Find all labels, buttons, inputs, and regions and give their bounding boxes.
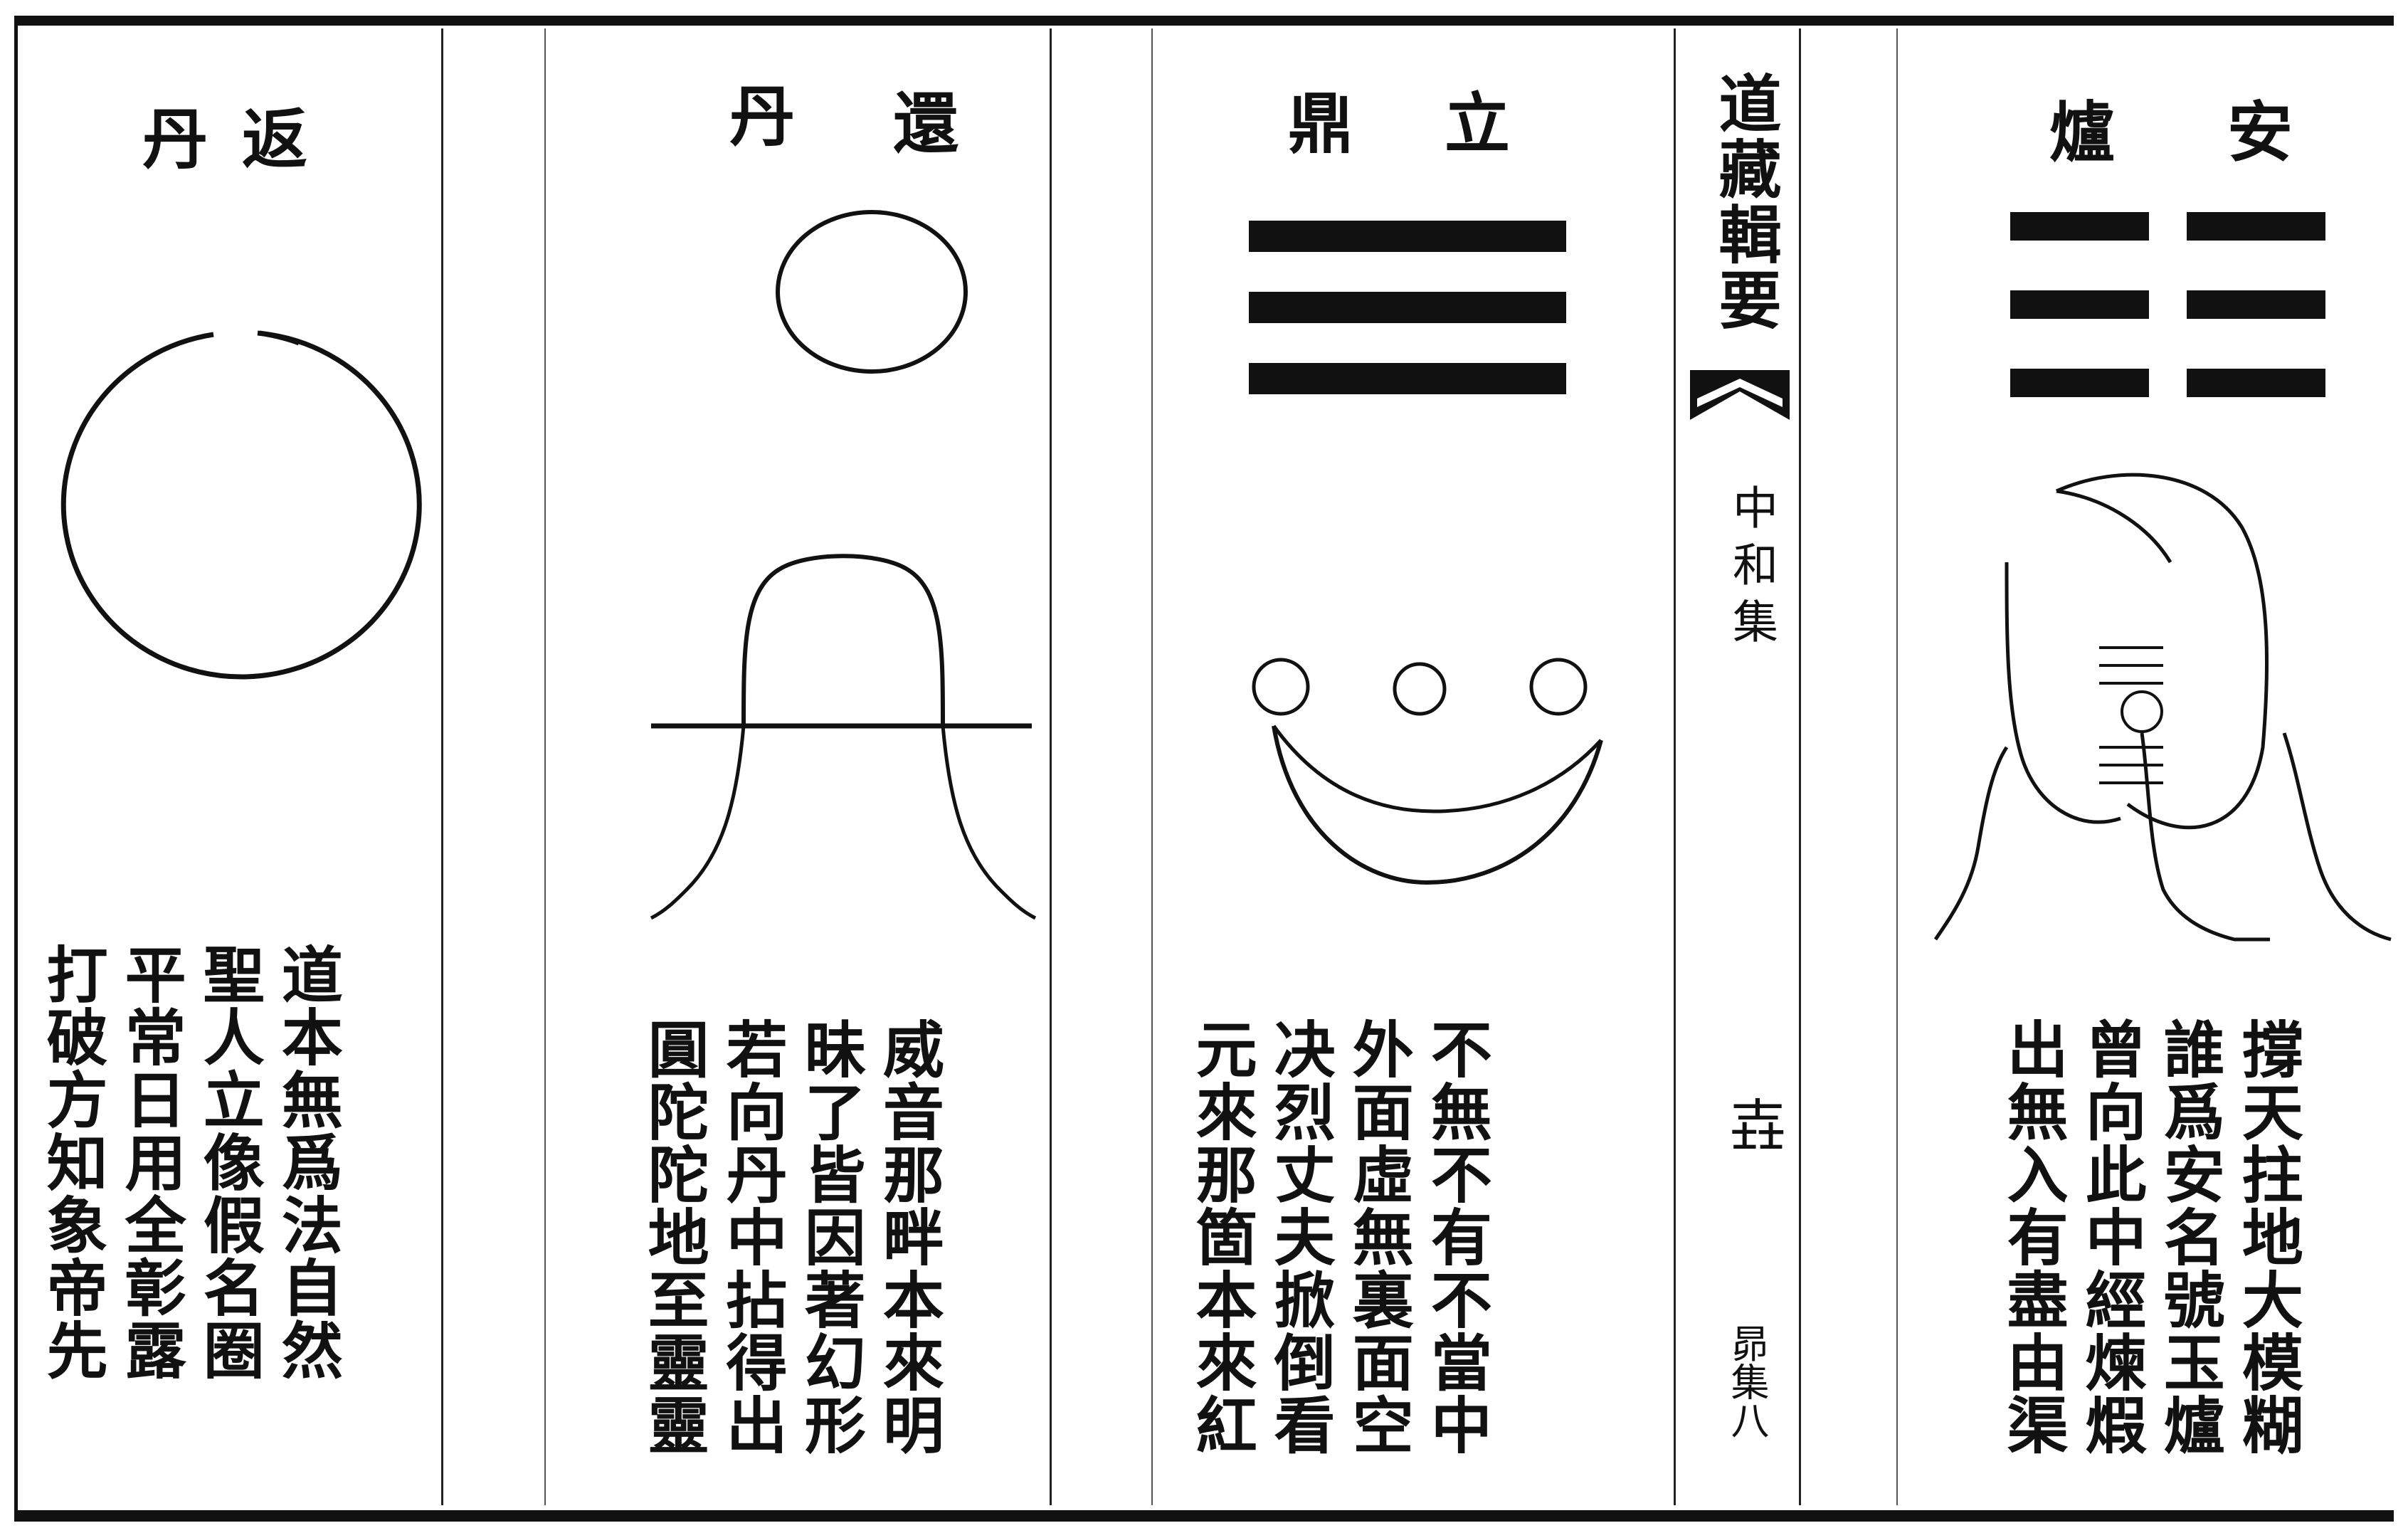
- divider: [1050, 28, 1052, 1505]
- verse-line: 外面虛無裏面空: [1341, 1018, 1414, 1456]
- collection-title: 中和集: [1725, 484, 1778, 655]
- panel-title-char: 丹: [729, 78, 796, 155]
- verse-line: 道本無爲法自然: [270, 943, 343, 1381]
- verse-text: 威音那畔本來明 昧了皆因著幻形 若向丹中拈得出 圓陀陀地至靈靈: [633, 1018, 946, 1502]
- fishtail-mark-icon: [1690, 370, 1790, 420]
- trigram-kun-icon: [2010, 212, 2325, 397]
- divider: [544, 28, 546, 1505]
- verse-line: 元來那箇本來紅: [1185, 1018, 1257, 1456]
- panel-title-char: 安: [2227, 94, 2293, 171]
- verse-line: 若向丹中拈得出: [715, 1018, 788, 1456]
- panel-title-char: 立: [1445, 85, 1511, 162]
- verse-text: 道本無爲法自然 聖人立像假名圈 平常日用全彰露 打破方知象帝先: [32, 943, 345, 1498]
- verse-line: 决烈丈夫掀倒看: [1263, 1018, 1336, 1456]
- elixir-circle-icon: [776, 210, 968, 374]
- divider: [441, 28, 443, 1505]
- left-border: [14, 16, 18, 1522]
- verse-line: 曾向此中經煉煆: [2074, 1018, 2147, 1456]
- volume-label: 昴集八: [1724, 1324, 1769, 1439]
- bottom-border: [14, 1510, 2394, 1522]
- panel-title-char: 丹: [142, 101, 208, 178]
- verse-line: 平常日用全彰露: [114, 943, 186, 1381]
- trigram-qian-icon: [1249, 221, 1566, 394]
- verse-line: 聖人立像假名圈: [192, 943, 265, 1381]
- bell-vessel-icon: [650, 554, 1037, 920]
- spine-right-divider: [1799, 28, 1801, 1505]
- book-title: 道藏輯要: [1709, 71, 1783, 333]
- tripod-cauldron-icon: [1252, 658, 1603, 885]
- return-circle-icon: [60, 330, 422, 680]
- panel-title-char: 還: [893, 85, 959, 162]
- page-number: 壵: [1720, 1096, 1786, 1153]
- verse-line: 威音那畔本來明: [872, 1018, 944, 1456]
- verse-line: 不無不有不當中: [1420, 1018, 1492, 1456]
- top-border: [14, 16, 2394, 26]
- verse-line: 昧了皆因著幻形: [793, 1018, 866, 1456]
- verse-line: 出無入有盡由渠: [1996, 1018, 2069, 1456]
- verse-text: 不無不有不當中 外面虛無裏面空 决烈丈夫掀倒看 元來那箇本來紅: [1181, 1018, 1494, 1502]
- verse-line: 誰爲安名號玉爐: [2153, 1018, 2225, 1456]
- panel-title-char: 爐: [2049, 94, 2116, 171]
- verse-text: 撐天拄地大模糊 誰爲安名號玉爐 曾向此中經煉煆 出無入有盡由渠: [1992, 1018, 2306, 1502]
- panel-title-char: 鼎: [1288, 85, 1354, 162]
- divider: [1151, 28, 1153, 1505]
- panel-title-char: 返: [242, 101, 308, 178]
- verse-line: 撐天拄地大模糊: [2231, 1018, 2303, 1456]
- verse-line: 打破方知象帝先: [36, 943, 108, 1381]
- divider: [1896, 28, 1898, 1505]
- furnace-diagram-icon: [1933, 473, 2392, 942]
- spine-left-divider: [1674, 28, 1676, 1505]
- verse-line: 圓陀陀地至靈靈: [637, 1018, 709, 1456]
